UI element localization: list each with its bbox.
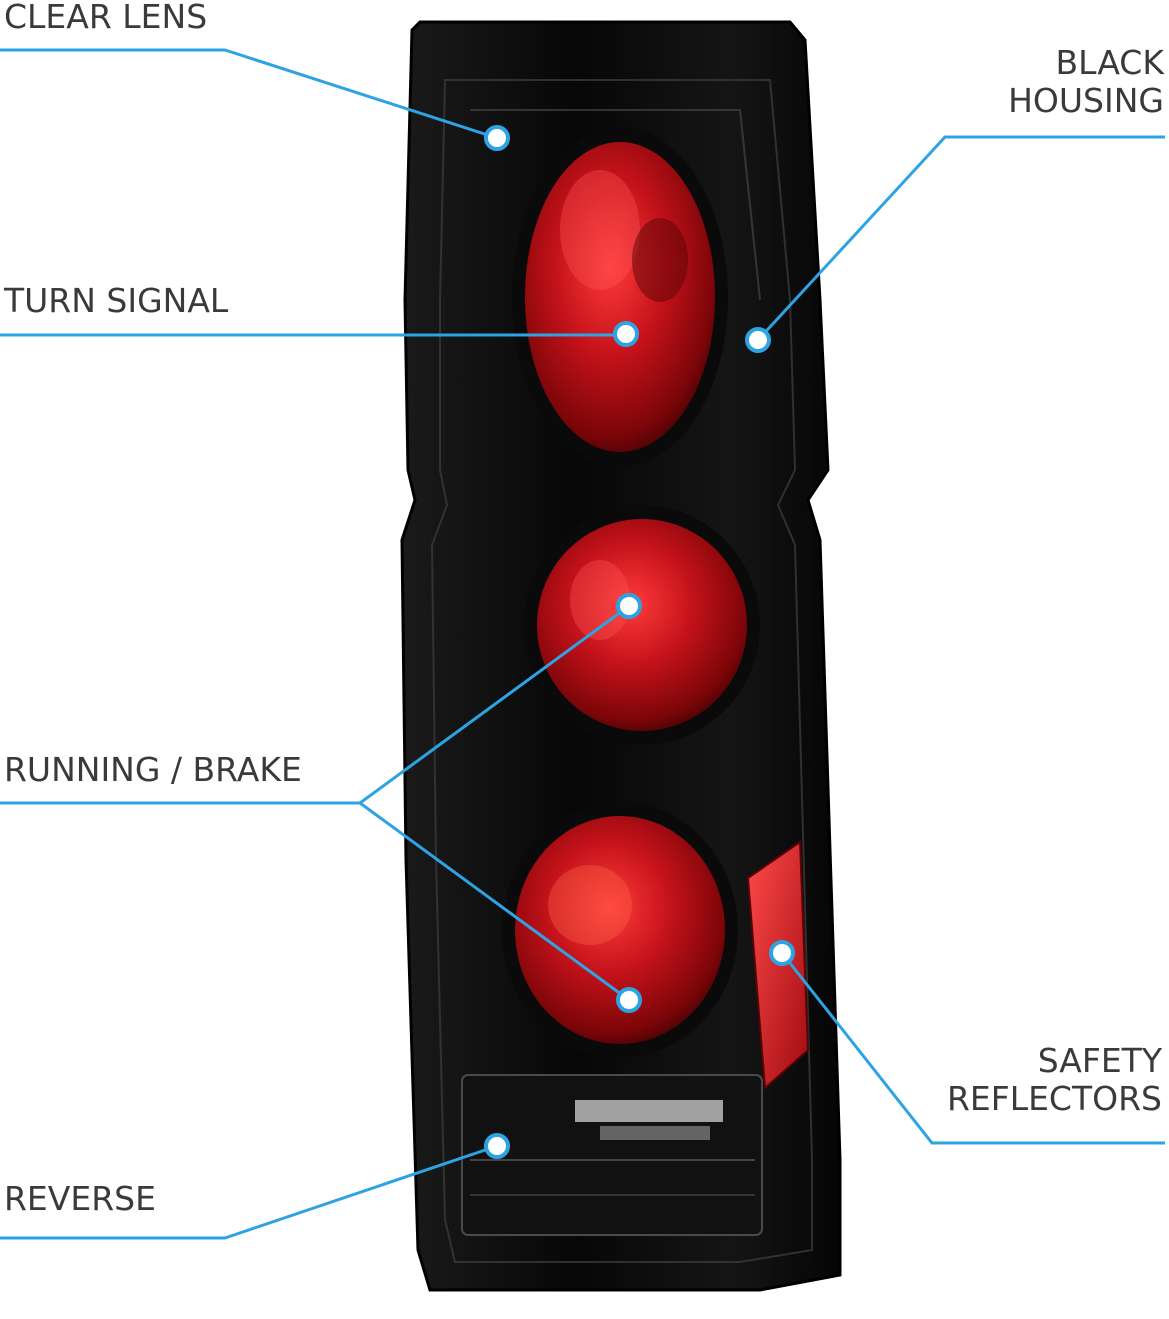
callout-dots bbox=[484, 125, 795, 1159]
clear-lens-rim bbox=[430, 79, 813, 1263]
reverse-callout-line bbox=[0, 1144, 498, 1240]
clear-lens-label: CLEAR LENS bbox=[4, 0, 208, 36]
running-brake-callout-line-lower bbox=[359, 801, 630, 1002]
black-housing-dot bbox=[745, 327, 771, 353]
running-brake-dot-upper bbox=[616, 593, 642, 619]
turn-signal-label: TURN SIGNAL bbox=[4, 281, 229, 320]
running-brake-lens-lower bbox=[515, 816, 725, 1044]
running-brake-dot-lower bbox=[616, 987, 642, 1013]
running-brake-lens-upper bbox=[537, 519, 747, 731]
clear-lens-dot bbox=[484, 125, 510, 151]
black-housing-label: BLACK HOUSING bbox=[1008, 44, 1164, 120]
turn-signal-dot bbox=[613, 321, 639, 347]
running-brake-label: RUNNING / BRAKE bbox=[4, 750, 302, 789]
turn-signal-lens bbox=[525, 142, 715, 452]
safety-reflectors-label-line1: SAFETY bbox=[1037, 1041, 1162, 1080]
reverse-lens bbox=[461, 1074, 763, 1236]
safety-reflectors-label-line2: REFLECTORS bbox=[946, 1079, 1162, 1118]
safety-reflectors-label: SAFETY REFLECTORS bbox=[947, 1042, 1162, 1118]
black-housing-callout-line bbox=[756, 135, 1165, 342]
black-housing-label-line1: BLACK bbox=[1055, 43, 1164, 82]
reverse-label: REVERSE bbox=[4, 1179, 156, 1218]
safety-reflectors-dot bbox=[769, 940, 795, 966]
clear-lens-callout-line bbox=[0, 48, 498, 140]
reverse-dot bbox=[484, 1133, 510, 1159]
black-housing-label-line2: HOUSING bbox=[1008, 81, 1164, 120]
safety-reflectors-callout-line bbox=[780, 952, 1165, 1145]
callout-lines bbox=[0, 48, 1165, 1240]
